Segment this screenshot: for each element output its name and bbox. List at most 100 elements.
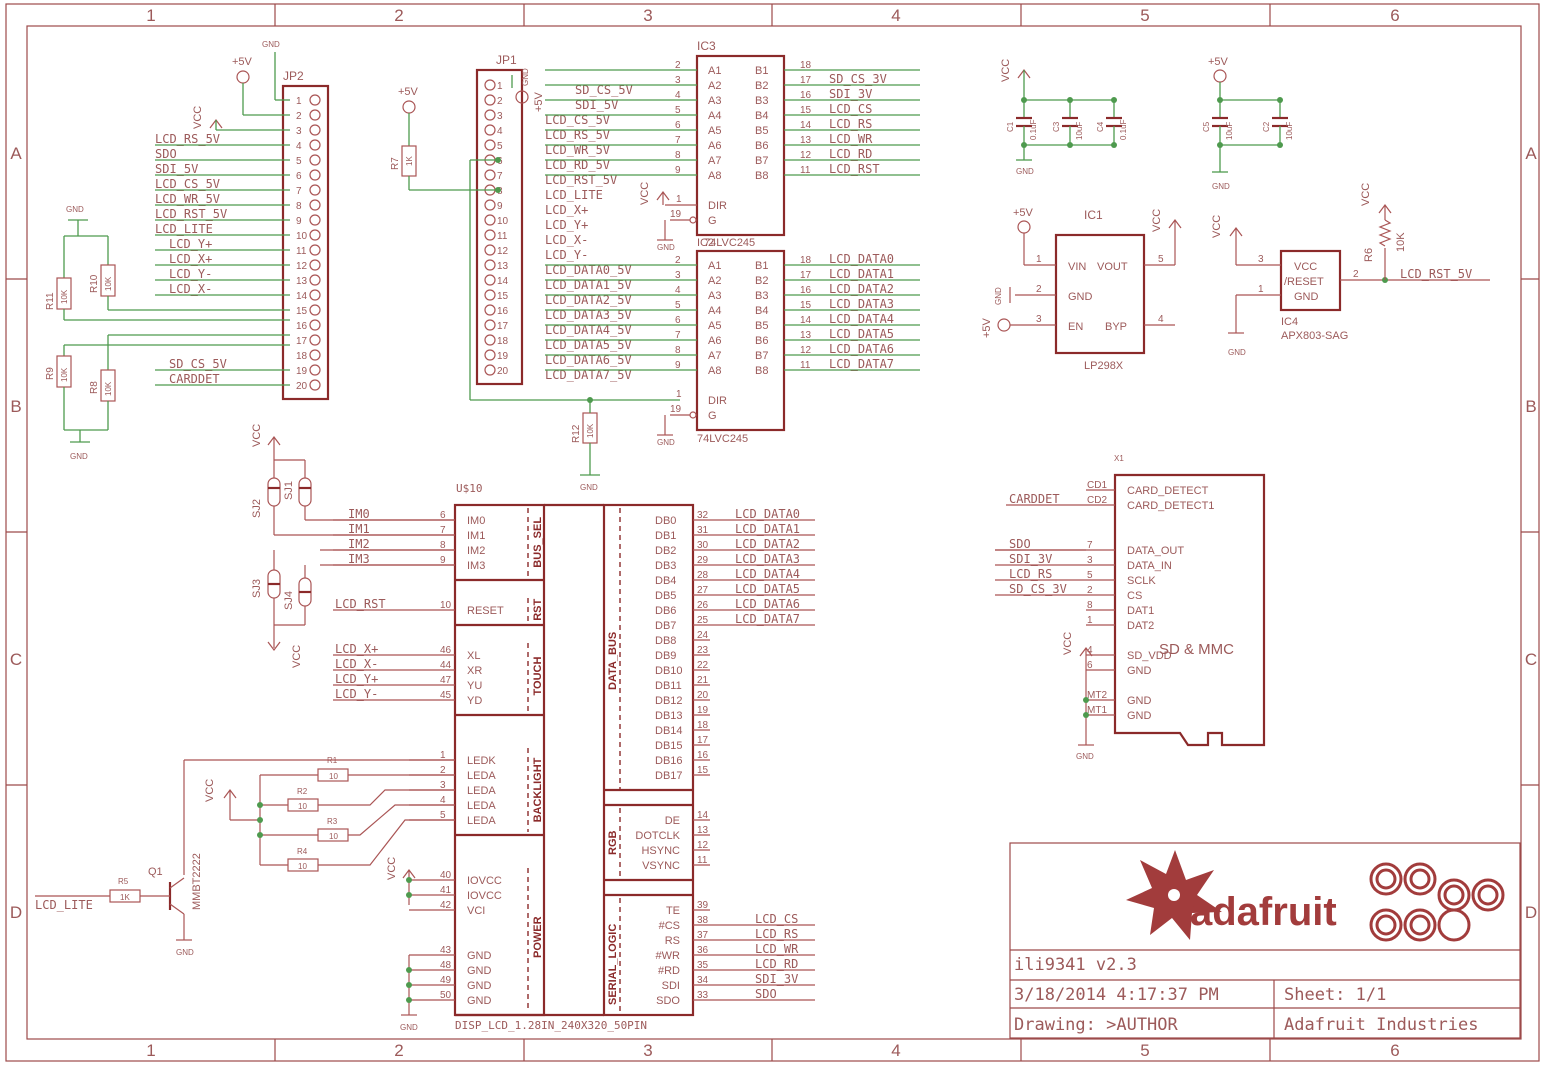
pin-name: A8 (708, 170, 721, 182)
pin-num: 7 (497, 171, 503, 182)
pin-num: 7 (675, 330, 681, 341)
pin-name: A6 (708, 335, 721, 347)
sheet-title: ili9341 v2.3 (1014, 955, 1137, 975)
net-label: LCD_DATA7 (735, 612, 800, 626)
p5v-label: +5V (981, 317, 993, 338)
solder-jumpers: VCC VCC SJ1 SJ2 SJ3 SJ4 (251, 424, 455, 668)
header-pin (484, 304, 496, 316)
pin-num: 3 (675, 75, 681, 86)
r3-value: 10 (329, 832, 338, 841)
pin-num: 2 (675, 60, 681, 71)
pin-name: IOVCC (467, 875, 502, 887)
pin-num: CD2 (1087, 495, 1107, 506)
net-label: LCD_RD (755, 957, 798, 971)
r6-label: R6 (1363, 248, 1375, 262)
header-pin (309, 244, 321, 256)
pin-num: 18 (697, 720, 709, 731)
p5v-label: +5V (1208, 56, 1229, 68)
net-label: LCD_WR_5V (545, 143, 610, 157)
cap-value: 0.1uF (1029, 119, 1038, 140)
net-label: LCD_X- (169, 282, 212, 296)
header-pin (309, 304, 321, 316)
net-label: LCD_DATA1_5V (545, 278, 632, 292)
pin-num: 3 (1036, 314, 1042, 325)
pin-num: 12 (697, 840, 709, 851)
pin-name: DB2 (655, 545, 676, 557)
pin-name: DB3 (655, 560, 676, 572)
net-label: LCD_Y+ (545, 218, 588, 232)
col-label: 4 (891, 1041, 900, 1060)
pin-num: 4 (675, 285, 681, 296)
cap-ref: C4 (1096, 121, 1105, 132)
pin-name: IM3 (467, 560, 485, 572)
gnd-label: GND (176, 948, 194, 957)
pin-num: 19 (670, 209, 682, 220)
pin-num: 2 (497, 96, 503, 107)
row-label: A (1525, 144, 1537, 163)
pin-num: 9 (675, 360, 681, 371)
vcc-label: VCC (1151, 209, 1163, 232)
pin-num: 41 (440, 885, 452, 896)
header-pin (309, 139, 321, 151)
gnd-label: GND (657, 438, 675, 447)
pin-num: 11 (697, 855, 708, 866)
pin-num: 14 (800, 120, 812, 131)
header-pin (309, 169, 321, 181)
pin-num: 46 (440, 645, 452, 656)
net-label: LCD_CS_5V (545, 113, 610, 127)
pin-num: 6 (296, 171, 302, 182)
row-label: B (10, 397, 21, 416)
pin-name: A4 (708, 305, 721, 317)
pin-name: DB8 (655, 635, 676, 647)
net-label: LCD_DATA5 (735, 582, 800, 596)
pin-num: 29 (697, 555, 709, 566)
pin-num: 1 (1087, 615, 1093, 626)
pin-num: 26 (697, 600, 709, 611)
pin-num: 44 (440, 660, 452, 671)
pin-num: 4 (1087, 645, 1093, 656)
pin-num: 48 (440, 960, 452, 971)
pin-name: DB9 (655, 650, 676, 662)
pin-name: GND (467, 950, 492, 962)
vcc-label: VCC (1062, 632, 1074, 655)
net-label: LCD_RS_5V (545, 128, 610, 142)
r8-value: 10K (104, 381, 113, 396)
net-label: SDO (1009, 537, 1031, 551)
pin-num: 40 (440, 870, 452, 881)
cap-value: 10uF (1285, 122, 1294, 140)
row-label: D (1525, 903, 1537, 922)
header-pin (484, 169, 496, 181)
pin-name: LEDA (467, 785, 496, 797)
header-pin (484, 364, 496, 376)
pin-num: 6 (1087, 660, 1093, 671)
drawing-frame: 1 2 3 4 5 6 1 2 3 4 5 6 A B C D A B C D (5, 3, 1540, 1062)
p5v-label: +5V (398, 86, 419, 98)
gnd-label: GND (1076, 752, 1094, 761)
vcc-label: VCC (1360, 183, 1372, 206)
net-label: LCD_DATA6 (735, 597, 800, 611)
pin-num: 19 (670, 404, 682, 415)
pin-name: DB13 (655, 710, 683, 722)
r12-label: R12 (571, 424, 582, 443)
gnd-label: GND (1228, 348, 1246, 357)
header-pin (484, 214, 496, 226)
gnd-label: GND (262, 40, 280, 49)
row-label: B (1525, 397, 1536, 416)
pin-num: 17 (800, 75, 812, 86)
sj2-label: SJ2 (251, 499, 263, 518)
col-label: 1 (146, 6, 155, 25)
group-title: DATA_BUS (607, 632, 619, 690)
pin-name: DB16 (655, 755, 683, 767)
gnd-label: GND (1016, 167, 1034, 176)
group-title: RST (532, 599, 544, 621)
pin-num: 19 (296, 366, 308, 377)
pin-num: 2 (1087, 585, 1093, 596)
pin-num: 4 (1158, 314, 1164, 325)
pin-num: 6 (675, 120, 681, 131)
pin-num: 7 (440, 525, 446, 536)
pin-name: SD_VDD (1127, 650, 1172, 662)
pin-num: 16 (800, 285, 812, 296)
dir-pin: DIR (708, 395, 727, 407)
